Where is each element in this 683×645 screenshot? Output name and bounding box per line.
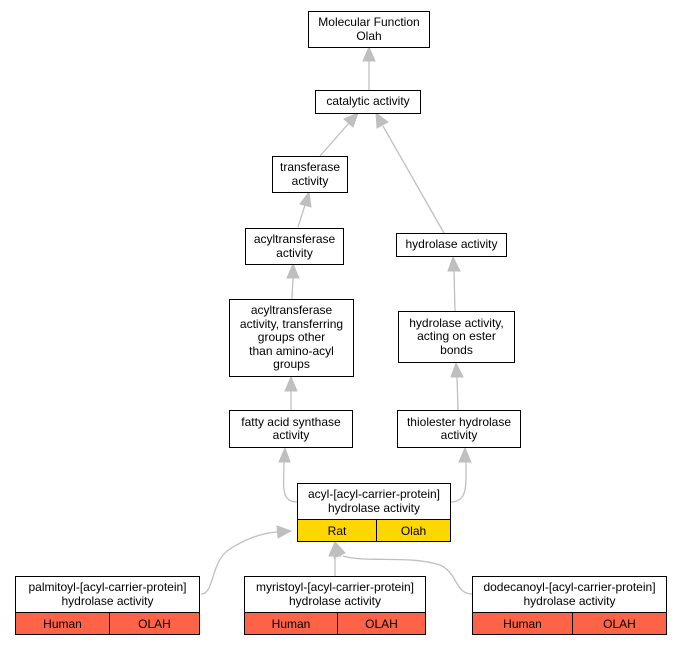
node-dodecanoyl-acp-hydrolase[interactable]: dodecanoyl-[acyl-carrier-protein] hydrol… (472, 576, 667, 635)
arrowhead (333, 541, 346, 559)
edge-acyltransferase-other-to-acyltransferase (291, 277, 294, 300)
node-thiolester-hydrolase[interactable]: thiolester hydrolase activity (397, 410, 521, 448)
node-palmitoyl-acp-hydrolase[interactable]: palmitoyl-[acyl-carrier-protein] hydrola… (15, 576, 200, 635)
node-label: transferase activity (279, 160, 341, 188)
node-label: acyl-[acyl-carrier-protein] hydrolase ac… (307, 487, 441, 515)
gene-cell: OLAH (109, 613, 199, 634)
node-label: fatty acid synthase activity (241, 414, 341, 442)
node-label: Molecular Function Olah (318, 15, 420, 43)
gene-cell: OLAH (337, 613, 425, 634)
arrowhead (450, 361, 464, 378)
annotation-row: Human OLAH (16, 612, 199, 634)
gene-cell: Olah (376, 520, 450, 541)
edge-palmitoyl-to-acyl-acp (200, 531, 278, 595)
edge-acyl-acp-to-thiolester (450, 461, 467, 503)
node-hydrolase-activity[interactable]: hydrolase activity (396, 233, 507, 257)
arrowhead (375, 111, 389, 129)
node-acyl-acp-hydrolase[interactable]: acyl-[acyl-carrier-protein] hydrolase ac… (297, 483, 451, 542)
arrowhead (362, 45, 376, 62)
arrowhead (276, 525, 293, 539)
edge-transferase-to-catalytic (319, 122, 350, 157)
node-label: dodecanoyl-[acyl-carrier-protein] hydrol… (483, 580, 656, 608)
node-myristoyl-acp-hydrolase[interactable]: myristoyl-[acyl-carrier-protein] hydrola… (244, 576, 426, 635)
arrowhead (299, 190, 312, 208)
arrowhead (286, 262, 300, 279)
edge-thiolester-to-hydrolase-ester (456, 376, 459, 411)
node-fatty-acid-synthase[interactable]: fatty acid synthase activity (229, 410, 353, 448)
species-cell: Rat (298, 520, 376, 541)
annotation-row: Human OLAH (245, 612, 425, 634)
node-hydrolase-ester[interactable]: hydrolase activity, acting on ester bond… (398, 311, 515, 363)
node-label: myristoyl-[acyl-carrier-protein] hydrola… (255, 580, 415, 608)
annotation-row: Rat Olah (298, 519, 450, 541)
node-molecular-function[interactable]: Molecular Function Olah (308, 11, 430, 48)
node-catalytic-activity[interactable]: catalytic activity (315, 90, 421, 114)
node-label: acyltransferase activity (253, 232, 336, 260)
species-cell: Human (473, 613, 572, 634)
arrowhead (284, 375, 298, 392)
edge-hydrolase-ester-to-hydrolase (453, 270, 456, 312)
arrowhead (447, 255, 461, 272)
node-label: thiolester hydrolase activity (406, 414, 512, 442)
node-label: hydrolase activity, acting on ester bond… (409, 315, 504, 357)
node-acyltransferase-activity[interactable]: acyltransferase activity (245, 228, 344, 265)
node-label: catalytic activity (326, 94, 410, 109)
annotation-row: Human OLAH (473, 612, 666, 634)
edge-acyltransferase-to-transferase (297, 204, 306, 228)
edge-acyl-acp-to-fatty-acid-synthase (282, 461, 298, 503)
edge-hydrolase-to-catalytic (382, 125, 445, 234)
node-label: acyltransferase activity, transferring g… (239, 303, 344, 372)
gene-cell: OLAH (572, 613, 666, 634)
node-transferase-activity[interactable]: transferase activity (272, 156, 348, 193)
edge-dodecanoyl-to-acyl-acp (342, 555, 473, 595)
node-acyltransferase-other[interactable]: acyltransferase activity, transferring g… (229, 299, 354, 377)
species-cell: Human (16, 613, 109, 634)
node-label: hydrolase activity (405, 237, 498, 252)
arrowhead (343, 112, 359, 128)
arrowhead (278, 446, 291, 463)
species-cell: Human (245, 613, 337, 634)
node-label: palmitoyl-[acyl-carrier-protein] hydrola… (28, 580, 187, 608)
arrowhead (458, 446, 472, 463)
